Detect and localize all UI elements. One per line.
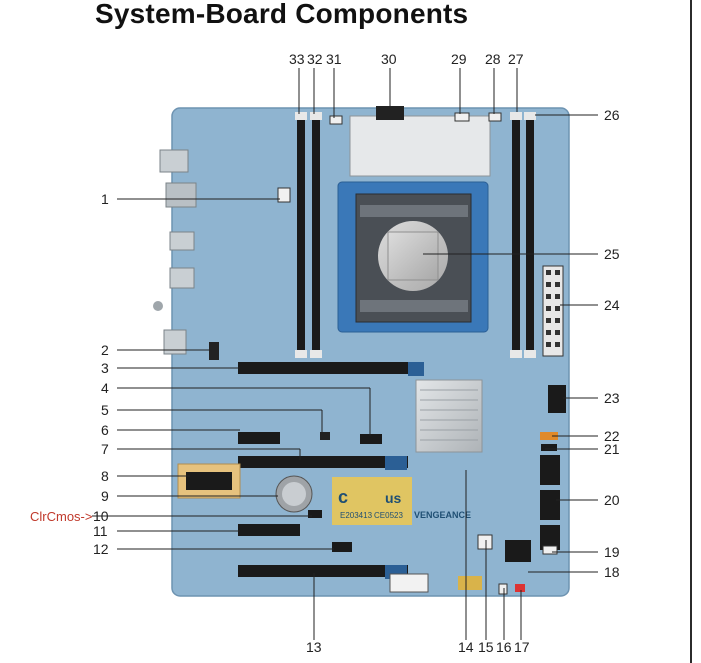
callout-29: 29 (451, 51, 467, 67)
cert-text-2: CE0523 (374, 511, 403, 520)
callout-24: 24 (604, 297, 620, 313)
cert-text-1: E203413 (340, 511, 373, 520)
callout-25: 25 (604, 246, 620, 262)
callout-33: 33 (289, 51, 305, 67)
rear-io-ports (153, 149, 197, 355)
callout-9: 9 (101, 488, 109, 504)
callout-27: 27 (508, 51, 524, 67)
callout-17: 17 (514, 639, 530, 655)
c-mark-text: c (338, 487, 348, 507)
chipset-heatsink (415, 379, 483, 453)
brand-text: VENGEANCE (414, 510, 471, 520)
callout-21: 21 (604, 441, 620, 457)
callout-4: 4 (101, 380, 109, 396)
callout-3: 3 (101, 360, 109, 376)
clrcmos-label: ClrCmos-> (30, 509, 92, 524)
us-mark-text: us (385, 490, 402, 506)
callout-26: 26 (604, 107, 620, 123)
page-edge-line (690, 0, 692, 663)
callout-11: 11 (93, 523, 108, 539)
callout-8: 8 (101, 468, 109, 484)
callout-6: 6 (101, 422, 109, 438)
cpu-power-connector (349, 115, 491, 177)
dimm-slots-right (510, 112, 536, 358)
callout-14: 14 (458, 639, 474, 655)
callout-20: 20 (604, 492, 620, 508)
callout-32: 32 (307, 51, 323, 67)
sata-ports (540, 385, 566, 550)
callout-10: 10 (93, 508, 109, 524)
callout-19: 19 (604, 544, 620, 560)
callout-2: 2 (101, 342, 109, 358)
callout-12: 12 (93, 541, 109, 557)
page-title: System-Board Components (95, 0, 469, 29)
callout-18: 18 (604, 564, 620, 580)
callout-1: 1 (101, 191, 109, 207)
callout-16: 16 (496, 639, 512, 655)
callout-30: 30 (381, 51, 397, 67)
dimm-slots-left (295, 112, 322, 358)
callout-15: 15 (478, 639, 494, 655)
pcie-slots (238, 362, 424, 579)
callout-22: 22 (604, 428, 620, 444)
callout-31: 31 (326, 51, 342, 67)
callout-28: 28 (485, 51, 501, 67)
callout-7: 7 (101, 441, 109, 457)
callout-numbers: 1 2 3 4 5 6 7 8 9 ClrCmos-> 10 11 12 13 … (30, 51, 620, 655)
callout-13: 13 (306, 639, 322, 655)
callout-5: 5 (101, 402, 109, 418)
callout-23: 23 (604, 390, 620, 406)
